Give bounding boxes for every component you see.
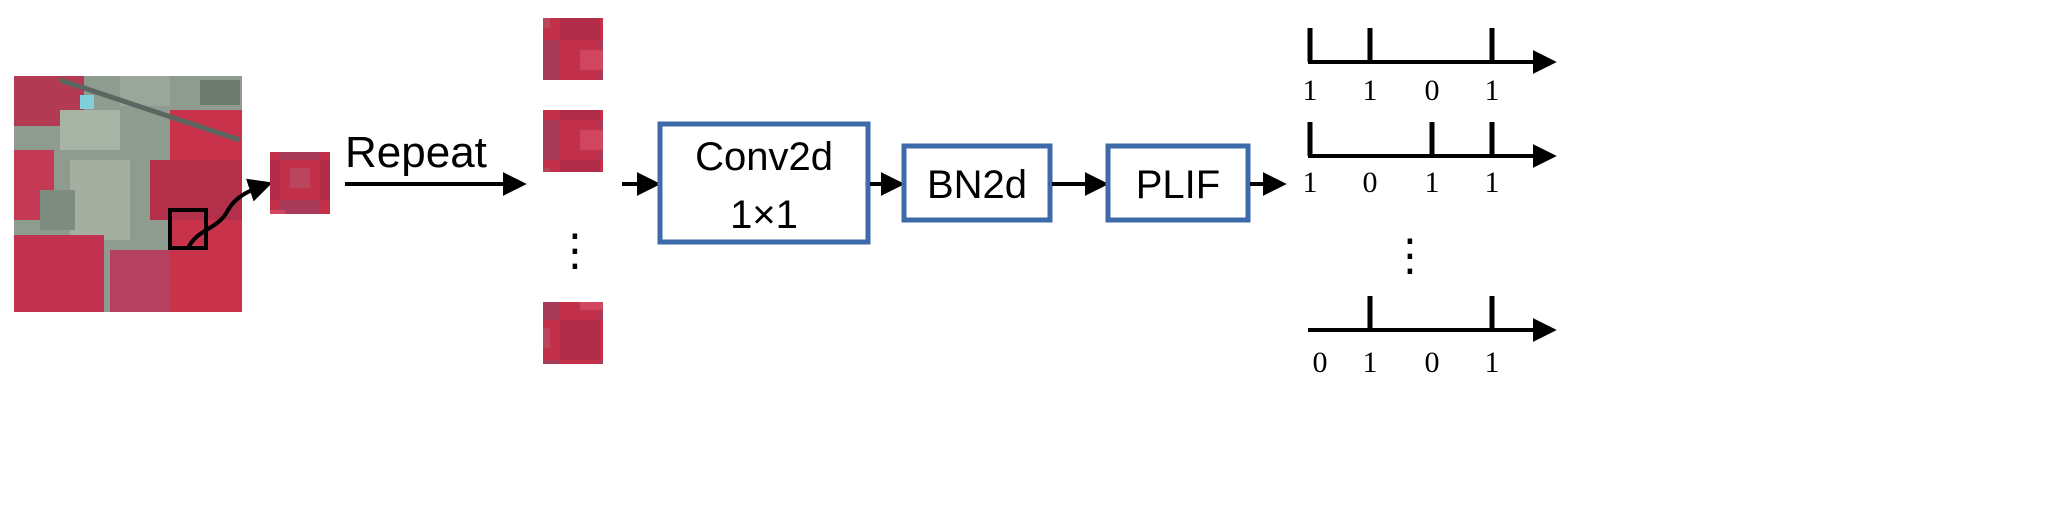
spike-ellipsis: ⋮ (1388, 231, 1432, 280)
plif-label: PLIF (1136, 163, 1220, 207)
bit: 0 (1425, 346, 1440, 379)
plif-box (1105, 143, 1251, 223)
bit: 0 (1425, 74, 1440, 107)
bit: 1 (1303, 166, 1318, 199)
repeated-patch-2 (543, 110, 603, 172)
repeated-patch-n (543, 302, 603, 364)
conv-kernel-label: 1×1 (730, 193, 798, 237)
spike-train-1: 1 1 0 1 (1303, 28, 1557, 107)
bn2d-label: BN2d (927, 163, 1027, 207)
bit: 0 (1363, 166, 1378, 199)
patch-ellipsis: ⋮ (553, 226, 597, 275)
repeated-patch-1 (543, 18, 603, 80)
bit: 1 (1485, 74, 1500, 107)
bit: 1 (1363, 74, 1378, 107)
conv2d-box (657, 121, 871, 245)
spike-train-n: 0 1 0 1 (1308, 296, 1557, 379)
repeat-label: Repeat (345, 128, 487, 177)
crop-arrow (186, 178, 273, 249)
bit: 1 (1425, 166, 1440, 199)
bit: 1 (1363, 346, 1378, 379)
spike-train-2: 1 0 1 1 (1303, 122, 1557, 199)
bit: 1 (1303, 74, 1318, 107)
bn2d-box (901, 143, 1053, 223)
bit: 1 (1485, 346, 1500, 379)
hyperspectral-scene-image (14, 76, 242, 312)
extracted-patch (270, 152, 330, 214)
conv2d-label: Conv2d (695, 135, 833, 179)
bit: 1 (1485, 166, 1500, 199)
bit: 0 (1313, 346, 1328, 379)
